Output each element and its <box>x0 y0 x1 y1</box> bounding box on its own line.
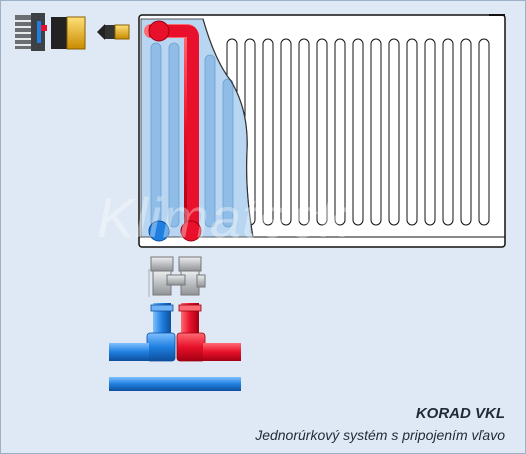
radiator-fin <box>388 38 400 226</box>
radiator-fin <box>334 38 346 226</box>
radiator-fin <box>460 38 472 226</box>
water-channel <box>204 54 216 228</box>
supply-outlet <box>180 220 202 242</box>
insert-arrow-icon <box>97 24 105 40</box>
radiator-fin <box>406 38 418 226</box>
return-outlet <box>148 220 170 242</box>
supply-pipe-collar <box>178 304 202 312</box>
valve-connector <box>51 17 67 49</box>
distribution-pipe <box>109 377 241 391</box>
radiator-fin <box>280 38 292 226</box>
caption-subtitle: Jednorúrkový systém s pripojením vľavo <box>255 427 505 443</box>
valve-flow-blue <box>37 21 41 43</box>
water-channel <box>150 42 162 228</box>
thermostatic-valve-insert <box>15 13 130 51</box>
internal-supply-pipe-core <box>149 25 199 227</box>
radiator-fin <box>442 38 454 226</box>
caption-title: KORAD VKL <box>415 405 505 422</box>
valve-nut-right <box>178 256 202 272</box>
valve-bridge <box>166 274 186 286</box>
return-elbow <box>146 332 176 362</box>
water-channel <box>168 42 180 228</box>
radiator <box>138 14 506 248</box>
cutaway-edge <box>202 18 254 238</box>
supply-main <box>203 343 241 361</box>
supply-pipe-vertical <box>181 303 199 337</box>
valve-side-stub <box>196 274 206 288</box>
water-channel <box>222 78 234 228</box>
valve-nut <box>66 16 86 50</box>
return-main <box>109 343 149 361</box>
radiator-fin <box>424 38 436 226</box>
radiator-fins <box>226 38 490 226</box>
supply-elbow <box>148 20 170 42</box>
radiator-fin <box>352 38 364 226</box>
radiator-fin <box>370 38 382 226</box>
return-pipe-collar <box>150 304 174 312</box>
radiator-fin <box>298 38 310 226</box>
h-block-valve <box>148 256 206 297</box>
radiator-fin <box>262 38 274 226</box>
insert-cap <box>114 24 130 40</box>
valve-nut-left <box>150 256 174 272</box>
radiator-fin <box>316 38 328 226</box>
radiator-fin <box>478 38 490 226</box>
valve-flow-red <box>41 25 47 31</box>
supply-elbow-bottom <box>176 332 206 362</box>
insert-body <box>105 25 115 39</box>
return-pipe-vertical <box>153 303 171 337</box>
